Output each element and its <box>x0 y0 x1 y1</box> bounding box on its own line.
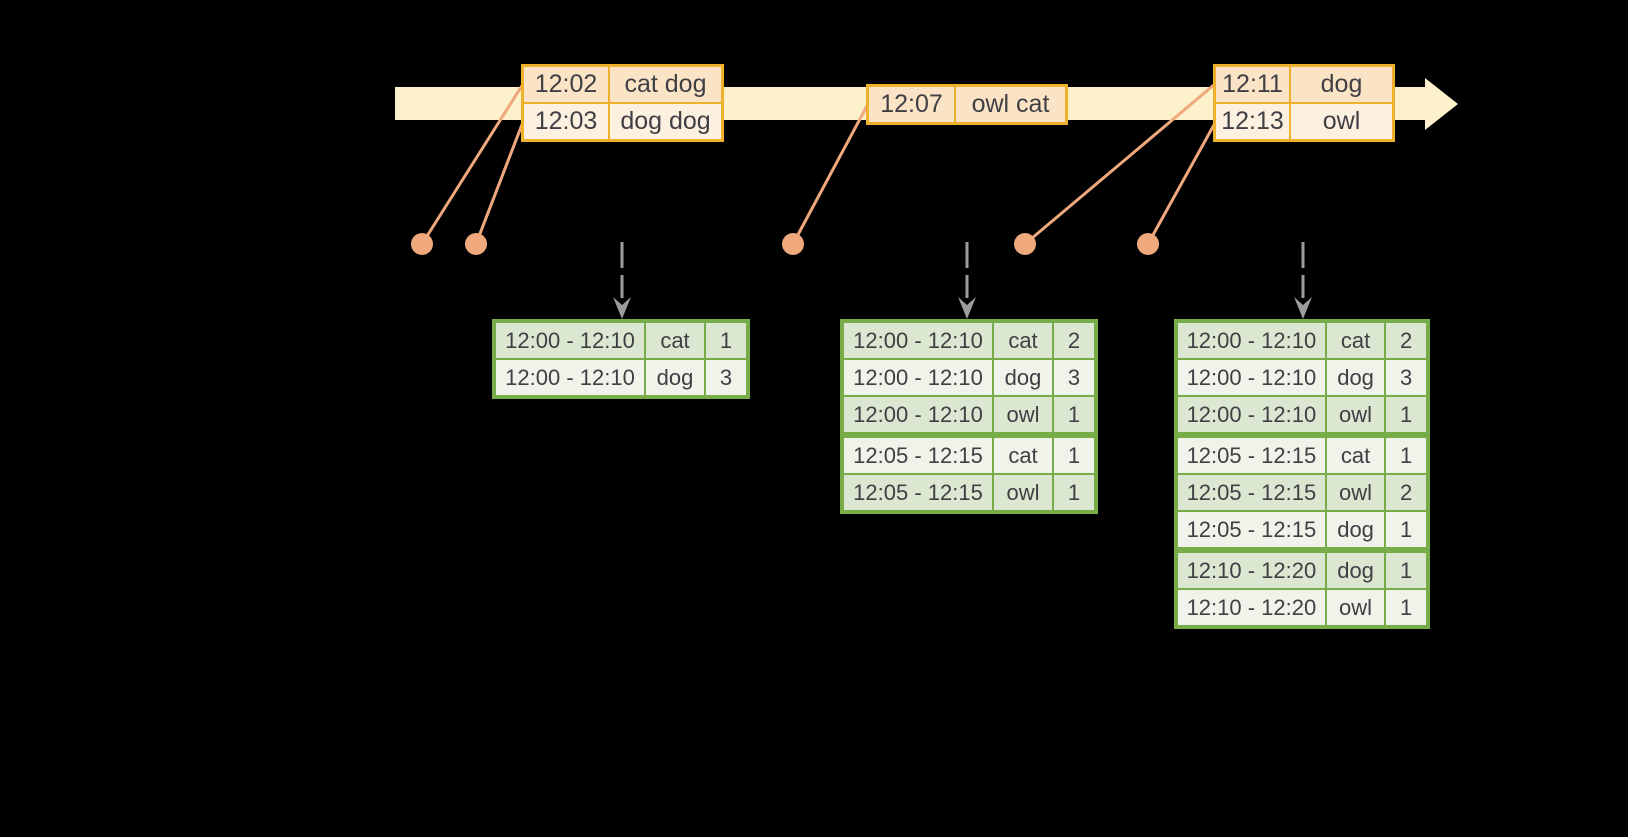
count: 3 <box>706 360 746 395</box>
window-range: 12:05 - 12:15 <box>1178 475 1325 510</box>
event-dot-icon <box>782 233 804 255</box>
trigger-arrowhead-icon <box>958 297 976 319</box>
result-row: 12:00 - 12:10 cat 2 <box>1178 323 1426 358</box>
result-row: 12:00 - 12:10 dog 3 <box>844 360 1094 395</box>
window-range: 12:00 - 12:10 <box>496 360 644 395</box>
event-dot-icon <box>411 233 433 255</box>
event-time: 12:11 <box>1216 67 1289 102</box>
event-time: 12:07 <box>869 87 954 122</box>
word: dog <box>1326 553 1385 588</box>
count: 1 <box>1054 438 1094 473</box>
word: owl <box>1326 475 1385 510</box>
result-row: 12:10 - 12:20 owl 1 <box>1178 590 1426 625</box>
count: 2 <box>1054 323 1094 358</box>
word: cat <box>646 323 704 358</box>
window-range: 12:00 - 12:10 <box>844 323 992 358</box>
count: 1 <box>1386 553 1426 588</box>
count: 2 <box>1386 323 1426 358</box>
event-leader-line <box>420 83 525 245</box>
result-row: 12:05 - 12:15 owl 2 <box>1178 475 1426 510</box>
event-words: cat dog <box>610 67 721 102</box>
event-dot-icon <box>1137 233 1159 255</box>
event-row: 12:03 dog dog <box>524 104 721 139</box>
count: 1 <box>706 323 746 358</box>
word: cat <box>1326 438 1385 473</box>
word: owl <box>994 475 1052 510</box>
word: owl <box>1326 590 1385 625</box>
window-range: 12:10 - 12:20 <box>1178 553 1325 588</box>
event-words: owl cat <box>956 87 1065 122</box>
word: cat <box>1326 323 1385 358</box>
event-words: dog <box>1291 67 1392 102</box>
event-table-3: 12:11 dog 12:13 owl <box>1213 64 1395 142</box>
result-table-2: 12:00 - 12:10 cat 2 12:00 - 12:10 dog 3 … <box>840 319 1098 514</box>
word: cat <box>994 323 1052 358</box>
window-range: 12:00 - 12:10 <box>1178 323 1325 358</box>
result-row: 12:00 - 12:10 cat 1 <box>496 323 746 358</box>
trigger-arrowhead-icon <box>1294 297 1312 319</box>
result-row: 12:05 - 12:15 cat 1 <box>1178 438 1426 473</box>
timeline-arrowhead-icon <box>1425 78 1458 130</box>
result-row: 12:05 - 12:15 dog 1 <box>1178 512 1426 547</box>
event-dot-icon <box>1014 233 1036 255</box>
result-row: 12:05 - 12:15 cat 1 <box>844 438 1094 473</box>
result-row: 12:10 - 12:20 dog 1 <box>1178 553 1426 588</box>
word: dog <box>646 360 704 395</box>
event-words: dog dog <box>610 104 721 139</box>
window-range: 12:05 - 12:15 <box>1178 438 1325 473</box>
count: 1 <box>1054 397 1094 432</box>
result-row: 12:00 - 12:10 owl 1 <box>1178 397 1426 432</box>
trigger-arrowhead-icon <box>613 297 631 319</box>
event-row: 12:13 owl <box>1216 104 1392 139</box>
word: cat <box>994 438 1052 473</box>
result-row: 12:00 - 12:10 dog 3 <box>496 360 746 395</box>
event-row: 12:02 cat dog <box>524 67 721 102</box>
window-range: 12:00 - 12:10 <box>844 397 992 432</box>
window-range: 12:05 - 12:15 <box>844 438 992 473</box>
word: dog <box>994 360 1052 395</box>
word: owl <box>994 397 1052 432</box>
result-row: 12:00 - 12:10 owl 1 <box>844 397 1094 432</box>
count: 1 <box>1386 590 1426 625</box>
window-range: 12:05 - 12:15 <box>1178 512 1325 547</box>
count: 1 <box>1054 475 1094 510</box>
window-range: 12:00 - 12:10 <box>1178 360 1325 395</box>
word: owl <box>1326 397 1385 432</box>
event-leader-line <box>791 103 870 245</box>
window-range: 12:00 - 12:10 <box>1178 397 1325 432</box>
window-range: 12:00 - 12:10 <box>496 323 644 358</box>
count: 3 <box>1386 360 1426 395</box>
event-leader-line <box>1024 82 1216 246</box>
event-time: 12:13 <box>1216 104 1289 139</box>
result-row: 12:00 - 12:10 dog 3 <box>1178 360 1426 395</box>
event-row: 12:11 dog <box>1216 67 1392 102</box>
result-table-1: 12:00 - 12:10 cat 1 12:00 - 12:10 dog 3 <box>492 319 750 399</box>
event-time: 12:02 <box>524 67 608 102</box>
result-row: 12:00 - 12:10 cat 2 <box>844 323 1094 358</box>
event-time: 12:03 <box>524 104 608 139</box>
event-dot-icon <box>465 233 487 255</box>
event-table-1: 12:02 cat dog 12:03 dog dog <box>521 64 724 142</box>
count: 1 <box>1386 512 1426 547</box>
event-leader-line <box>1146 122 1217 245</box>
word: dog <box>1326 360 1385 395</box>
count: 2 <box>1386 475 1426 510</box>
count: 1 <box>1386 397 1426 432</box>
event-words: owl <box>1291 104 1392 139</box>
word: dog <box>1326 512 1385 547</box>
count: 3 <box>1054 360 1094 395</box>
count: 1 <box>1386 438 1426 473</box>
window-range: 12:10 - 12:20 <box>1178 590 1325 625</box>
event-table-2: 12:07 owl cat <box>866 84 1068 125</box>
event-leader-line <box>474 121 525 245</box>
event-row: 12:07 owl cat <box>869 87 1065 122</box>
window-range: 12:00 - 12:10 <box>844 360 992 395</box>
window-range: 12:05 - 12:15 <box>844 475 992 510</box>
result-table-3: 12:00 - 12:10 cat 2 12:00 - 12:10 dog 3 … <box>1174 319 1430 629</box>
result-row: 12:05 - 12:15 owl 1 <box>844 475 1094 510</box>
